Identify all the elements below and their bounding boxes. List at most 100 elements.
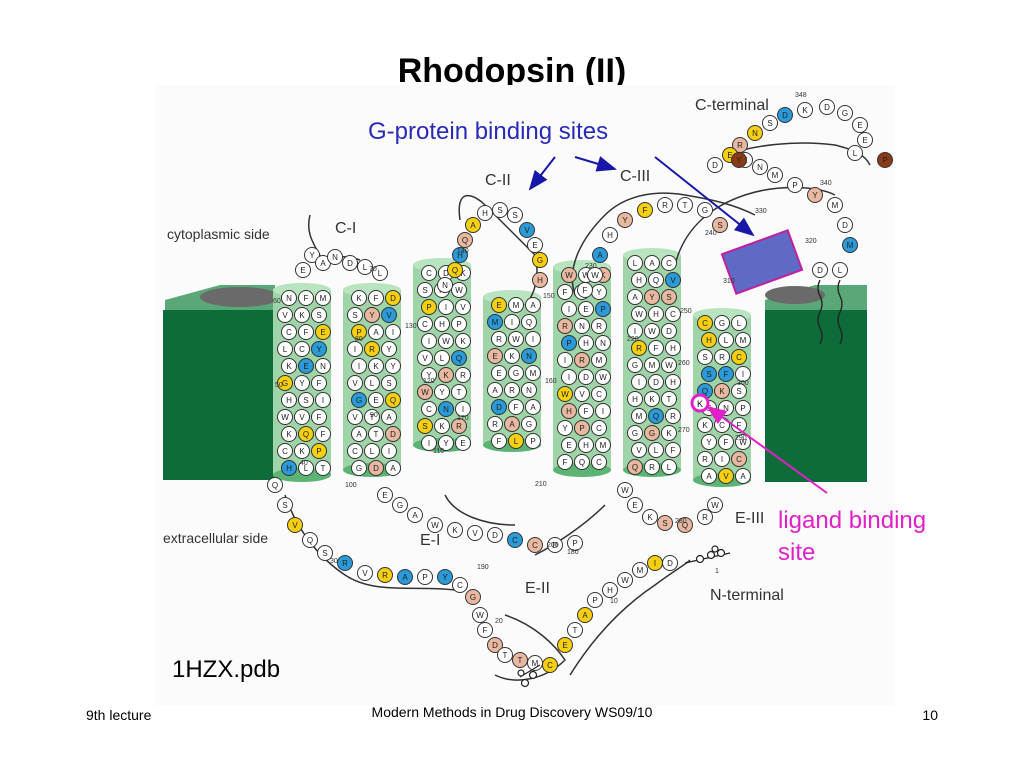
residue-letter: R [702,455,708,464]
residue [527,237,543,253]
residue-letter: R [562,322,568,331]
residue [561,403,577,419]
label-c3: C-III [620,168,650,185]
residue-number-label: 150 [543,293,555,300]
residue-letter: G [632,429,638,438]
residue-letter: A [492,386,498,395]
residue-letter: V [352,379,358,388]
residue-letter: M [596,356,603,365]
residue [521,348,537,364]
arrow-to-helix8 [654,156,755,237]
residue-letter: K [460,337,466,346]
residue-letter: W [621,576,629,585]
residue [648,272,664,288]
residue-letter: R [596,322,602,331]
residue [847,145,863,161]
residue-letter: G [397,501,403,510]
residue [508,297,524,313]
residue-number-label: 290 [735,435,747,442]
residue [665,272,681,288]
residue [644,391,660,407]
residue-letter: Y [812,191,818,200]
residue-letter: K [802,106,808,115]
residue-letter: Y [369,311,375,320]
residue [512,652,528,668]
residue-letter: A [530,403,536,412]
residue [627,459,643,475]
residue-letter: R [369,345,375,354]
residue [434,384,450,400]
residue-letter: R [460,371,466,380]
residue [277,409,293,425]
residue-letter: H [653,310,659,319]
residue-letter: H [607,231,613,240]
residue-letter: F [643,206,648,215]
residue [701,366,717,382]
residue [487,382,503,398]
residue-letter: S [282,501,287,510]
residue [304,247,320,263]
residue [837,217,853,233]
residue-letter: G [513,369,519,378]
residue-letter: N [320,362,326,371]
residue-letter: W [621,486,629,495]
residue-letter: Y [649,293,655,302]
residue-letter: D [817,266,823,275]
residue-letter: F [654,344,659,353]
residue-letter: C [426,405,432,414]
residue-letter: N [442,281,448,290]
residue-letter: H [607,586,613,595]
palmitoyl-chain-2 [837,279,843,345]
residue [298,290,314,306]
residue-letter: H [286,396,292,405]
residue-letter: D [712,161,718,170]
residue [701,332,717,348]
residue-letter: P [530,437,535,446]
residue-letter: Q [653,276,659,285]
residue [451,384,467,400]
residue-letter: Q [303,430,309,439]
residue-letter: T [370,413,375,422]
residue-letter: Y [622,216,628,225]
residue [438,401,454,417]
residue [381,307,397,323]
residue-letter: R [456,422,462,431]
residue [381,375,397,391]
residue [591,454,607,470]
residue-letter: H [583,339,589,348]
residue-letter: M [847,241,854,250]
residue-letter: I [742,370,744,379]
residue [294,375,310,391]
residue-letter: R [509,386,515,395]
residue [508,433,524,449]
residue-letter: K [356,294,362,303]
residue [735,468,751,484]
residue [507,207,523,223]
residue [491,297,507,313]
residue [578,335,594,351]
residue-letter: W [455,286,463,295]
residue [315,426,331,442]
residue-letter: Q [307,536,313,545]
residue-letter: D [666,327,672,336]
residue-letter: D [824,103,830,112]
residue [648,442,664,458]
residue [718,332,734,348]
residue-letter: C [426,269,432,278]
residue [557,637,573,653]
residue [492,202,508,218]
residue-letter: D [583,373,589,382]
residue-letter: S [706,370,711,379]
residue [434,350,450,366]
residue [347,443,363,459]
residue [451,350,467,366]
residue-letter: H [439,320,445,329]
residue-number-label: 230 [585,263,597,270]
residue [438,333,454,349]
residue-letter: V [362,569,368,578]
residue-letter: A [649,259,655,268]
residue [381,409,397,425]
residue [561,437,577,453]
residue [697,202,713,218]
residue-letter: P [566,339,571,348]
